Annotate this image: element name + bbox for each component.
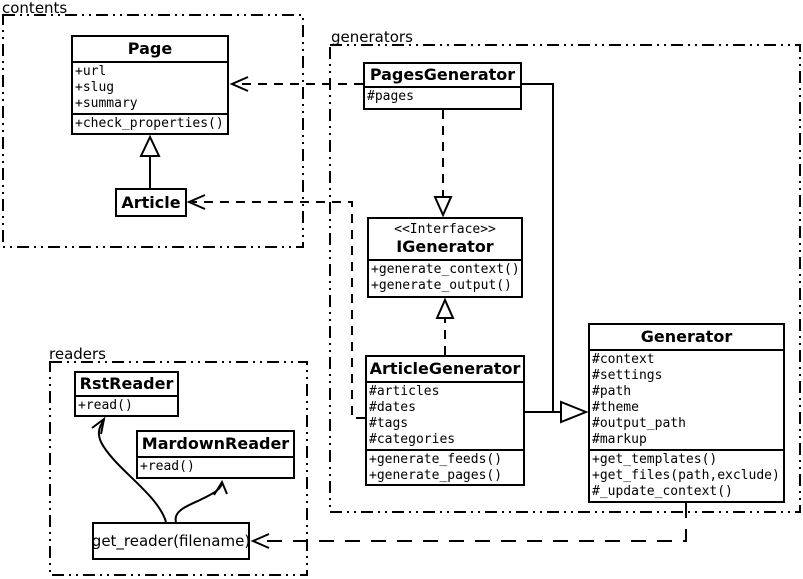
method: +read(): [140, 459, 195, 474]
class-pagesgenerator-title: PagesGenerator: [369, 65, 516, 84]
attribute: #categories: [369, 432, 456, 447]
arrow-getreader-to-mardownreader: [174, 483, 223, 523]
class-article-title: Article: [121, 193, 181, 212]
attribute: #output_path: [592, 416, 686, 431]
class-articlegenerator-title: ArticleGenerator: [369, 359, 521, 378]
dependency-pagesgenerator-to-page-arrowhead: [229, 76, 249, 92]
package-generators-border: [329, 44, 801, 513]
class-generator: Generator #context #settings #path #them…: [588, 323, 785, 503]
class-igenerator-header: <<Interface>> IGenerator: [369, 219, 521, 259]
dependency-articlegenerator-to-article-arrowhead: [186, 194, 206, 210]
function-get-reader-label: get_reader(filename): [91, 532, 251, 550]
class-page-attributes: +url +slug +summary: [73, 61, 227, 113]
attribute: #path: [592, 384, 632, 399]
package-readers-label: readers: [49, 345, 106, 363]
class-igenerator-stereotype: <<Interface>>: [394, 222, 496, 237]
class-page-title: Page: [127, 39, 173, 58]
attribute: #articles: [369, 384, 440, 399]
method: +generate_pages(): [369, 468, 503, 483]
method: +generate_output(): [371, 278, 512, 293]
class-mardownreader-title: MardownReader: [141, 434, 290, 453]
method: +generate_feeds(): [369, 452, 503, 467]
function-get-reader: get_reader(filename): [92, 522, 250, 560]
class-rstreader-title: RstReader: [79, 374, 174, 393]
class-page-methods: +check_properties(): [73, 113, 227, 133]
attribute: #settings: [592, 368, 663, 383]
package-generators-label: generators: [331, 28, 413, 46]
attribute: #markup: [592, 432, 647, 447]
class-mardownreader-methods: +read(): [138, 456, 293, 476]
method: +read(): [78, 398, 133, 413]
realization-articlegenerator-to-igenerator-triangle: [435, 297, 455, 319]
attribute: +url: [75, 64, 107, 79]
class-igenerator-methods: +generate_context() +generate_output(): [369, 259, 521, 295]
generalization-to-generator-triangle: [560, 400, 589, 424]
generalization-article-to-page-triangle: [139, 134, 161, 157]
method: +check_properties(): [75, 116, 224, 131]
arrow-getreader-to-rstreader: [97, 419, 167, 523]
class-pagesgenerator: PagesGenerator #pages: [363, 62, 522, 110]
method: +generate_context(): [371, 262, 520, 277]
class-generator-title: Generator: [640, 327, 733, 346]
class-articlegenerator: ArticleGenerator #articles #dates #tags …: [365, 355, 525, 486]
class-igenerator-title: IGenerator: [396, 237, 494, 256]
dependency-articlegenerator-to-article: [192, 201, 365, 419]
attribute: +summary: [75, 96, 138, 111]
class-generator-attributes: #context #settings #path #theme #output_…: [590, 349, 783, 449]
class-generator-methods: +get_templates() +get_files(path,exclude…: [590, 449, 783, 501]
class-articlegenerator-attributes: #articles #dates #tags #categories: [367, 381, 523, 449]
class-rstreader: RstReader +read(): [74, 371, 179, 417]
attribute: #dates: [369, 400, 416, 415]
arrow-getreader-to-rstreader-arrowhead: [91, 416, 106, 435]
attribute: #context: [592, 352, 655, 367]
method: +get_templates(): [592, 452, 718, 467]
attribute: #tags: [369, 416, 409, 431]
package-readers-border: [49, 361, 308, 576]
realization-pagesgenerator-to-igenerator-triangle: [433, 196, 453, 218]
class-pagesgenerator-attributes: #pages: [365, 86, 520, 106]
class-mardownreader: MardownReader +read(): [136, 430, 295, 479]
package-contents-label: contents: [2, 0, 68, 17]
class-igenerator: <<Interface>> IGenerator +generate_conte…: [367, 217, 523, 298]
method: +get_files(path,exclude): [592, 468, 780, 483]
dependency-generator-to-getreader: [256, 503, 687, 542]
package-contents-border: [2, 14, 304, 248]
attribute: #pages: [367, 89, 414, 104]
method: #_update_context(): [592, 484, 733, 499]
arrow-getreader-to-mardownreader-arrowhead: [213, 479, 228, 496]
dependency-generator-to-getreader-arrowhead: [250, 533, 270, 549]
class-page: Page +url +slug +summary +check_properti…: [71, 35, 229, 135]
attribute: #theme: [592, 400, 639, 415]
class-rstreader-methods: +read(): [76, 395, 177, 415]
class-article: Article: [115, 188, 187, 217]
generalization-pagesgenerator-to-generator: [521, 83, 560, 413]
class-articlegenerator-methods: +generate_feeds() +generate_pages(): [367, 449, 523, 485]
attribute: +slug: [75, 80, 115, 95]
